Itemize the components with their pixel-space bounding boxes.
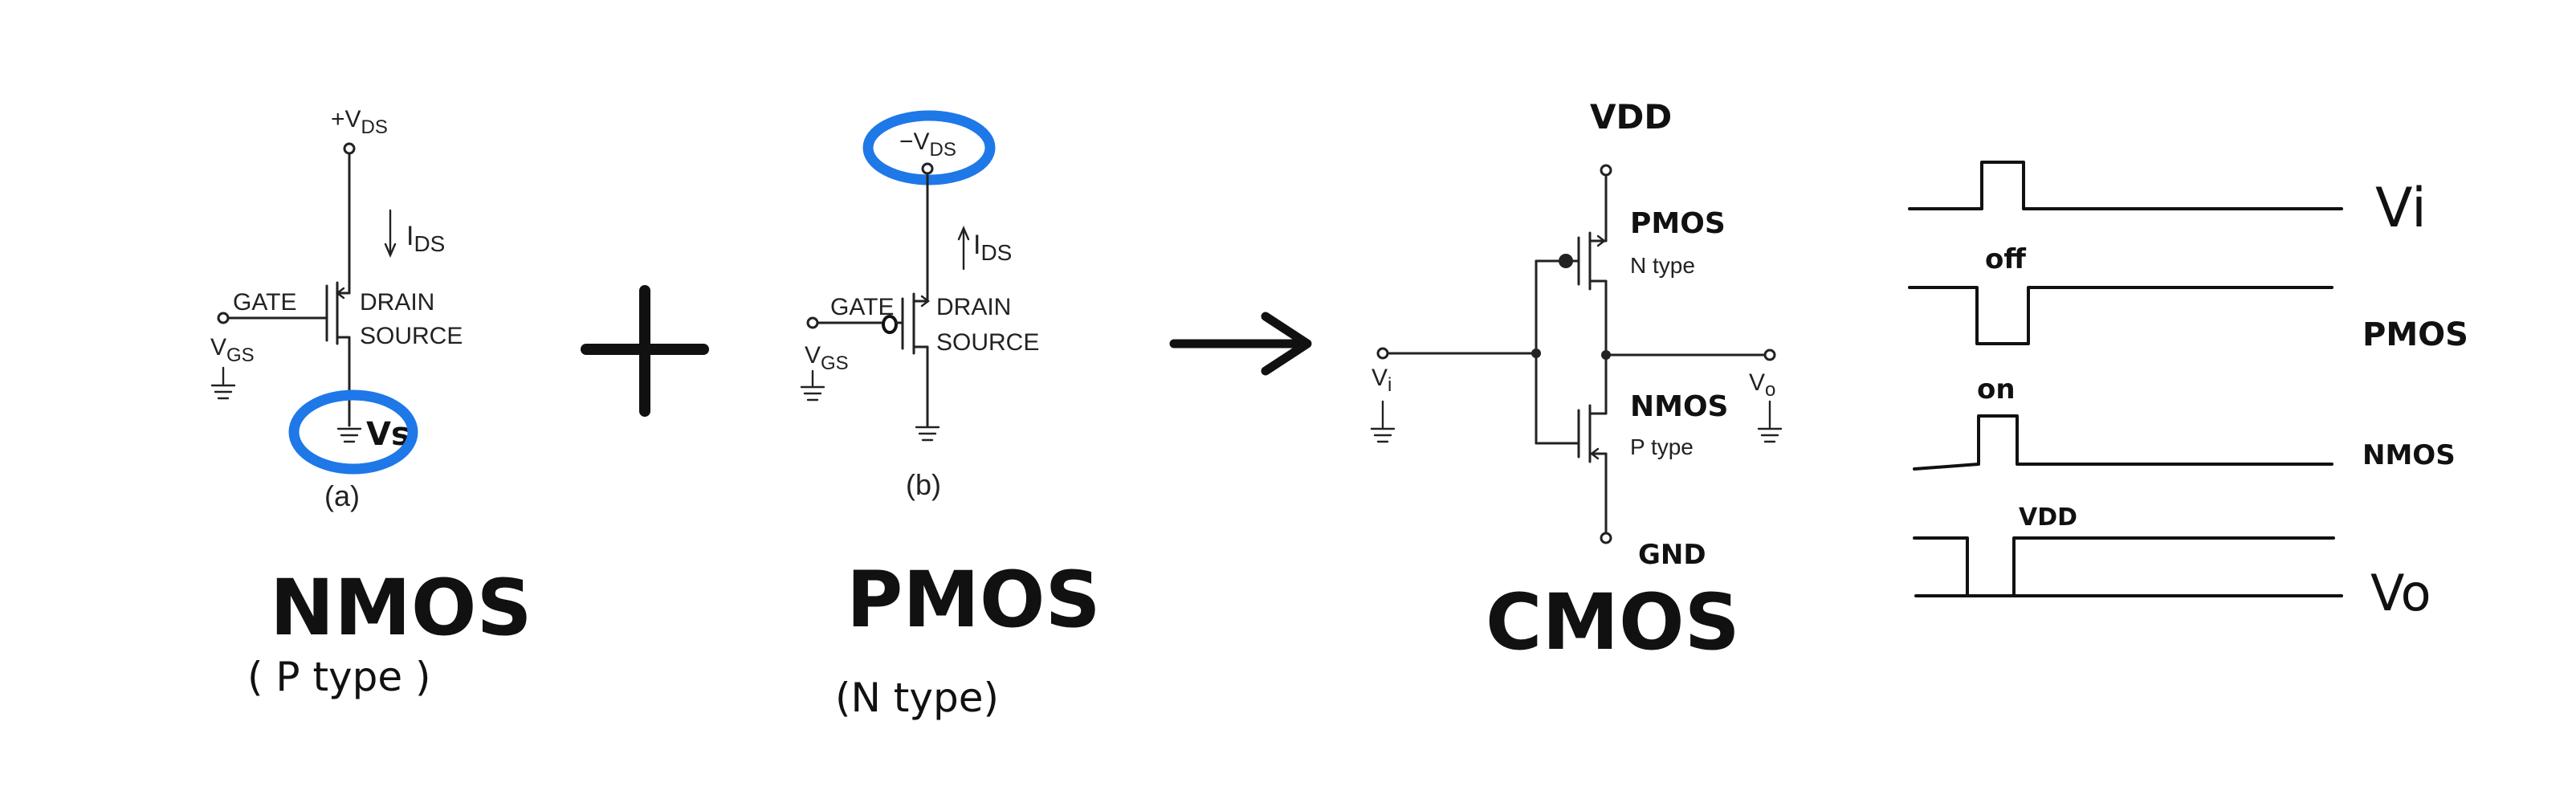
cmos-nmos-type: P type bbox=[1630, 434, 1694, 459]
pmos-gate-terminal bbox=[806, 316, 819, 329]
cmos-vo-terminal bbox=[1763, 349, 1776, 361]
cmos-schematic: VDD PMOS N type NMOS P type GND bbox=[1370, 97, 1783, 571]
cmos-vdd-terminal bbox=[1600, 164, 1612, 177]
waveform-vo-label: Vo bbox=[2370, 564, 2431, 622]
cmos-vi-label: Vi bbox=[1372, 365, 1392, 396]
nmos-gate-ground-icon bbox=[210, 384, 236, 400]
nmos-source-label: SOURCE bbox=[360, 323, 463, 349]
pmos-source-label: SOURCE bbox=[936, 329, 1039, 356]
pmos-schematic: −VDS IDS GATE DRAIN SOURCE VGS bbox=[800, 110, 1039, 501]
nmos-vgs-label: VGS bbox=[210, 334, 255, 366]
cmos-pmos-type: N type bbox=[1630, 253, 1695, 278]
cmos-vi-terminal bbox=[1376, 347, 1389, 360]
nmos-gate-label: GATE bbox=[233, 289, 296, 316]
pmos-gate-ground-icon bbox=[800, 385, 825, 402]
nmos-subtitle: ( P type ) bbox=[247, 654, 431, 700]
waveform-vi bbox=[1908, 161, 2343, 210]
pmos-subtitle: (N type) bbox=[835, 675, 999, 721]
pmos-vds-label: −VDS bbox=[899, 128, 956, 161]
nmos-ids-label: IDS bbox=[406, 221, 445, 256]
pmos-title: PMOS bbox=[846, 555, 1101, 645]
cmos-vo-label: Vo bbox=[1749, 369, 1775, 401]
cmos-title: CMOS bbox=[1486, 577, 1740, 667]
nmos-source-ground-icon bbox=[336, 427, 362, 443]
waveform-vi-label: Vi bbox=[2375, 177, 2427, 240]
pmos-drain-terminal bbox=[921, 162, 934, 175]
waveform-pmos-state: off bbox=[1985, 243, 2026, 275]
nmos-drain-label: DRAIN bbox=[360, 289, 434, 316]
waveform-pmos-label: PMOS bbox=[2362, 316, 2468, 353]
cmos-vdd-label: VDD bbox=[1590, 97, 1672, 137]
cmos-pmos-label: PMOS bbox=[1630, 207, 1726, 240]
pmos-arrow bbox=[920, 295, 930, 308]
plus-sign bbox=[581, 285, 709, 417]
waveform-nmos bbox=[1913, 414, 2333, 471]
nmos-drain-terminal bbox=[343, 142, 356, 155]
cmos-pmos-gate-bubble bbox=[1559, 254, 1573, 268]
pmos-source-ground-icon bbox=[915, 426, 940, 442]
nmos-figure-label: (a) bbox=[324, 479, 360, 512]
pmos-figure-label: (b) bbox=[906, 468, 941, 501]
cmos-vi-ground-icon bbox=[1370, 427, 1396, 443]
waveform-nmos-state: on bbox=[1977, 373, 2016, 406]
waveforms: Vi off PMOS on NMOS VDD Vo bbox=[1908, 161, 2468, 622]
waveform-vo-upper bbox=[1913, 536, 2335, 597]
nmos-ids-arrowhead bbox=[384, 243, 397, 259]
pmos-vgs-label: VGS bbox=[805, 342, 849, 374]
cmos-gnd-terminal bbox=[1600, 532, 1612, 544]
waveform-nmos-label: NMOS bbox=[2362, 439, 2456, 471]
waveform-vdd-note: VDD bbox=[2019, 503, 2077, 532]
pmos-vds-highlight bbox=[862, 110, 996, 185]
cmos-gnd-label: GND bbox=[1638, 539, 1706, 571]
nmos-arrow bbox=[336, 287, 345, 300]
waveform-pmos bbox=[1908, 286, 2333, 345]
pmos-drain-label: DRAIN bbox=[936, 294, 1011, 320]
nmos-gate-terminal bbox=[217, 312, 230, 324]
pmos-gate-label: GATE bbox=[830, 294, 894, 320]
nmos-title: NMOS bbox=[270, 563, 532, 653]
right-arrow bbox=[1169, 312, 1312, 376]
cmos-nmos-label: NMOS bbox=[1630, 390, 1728, 423]
pmos-ids-label: IDS bbox=[973, 230, 1012, 265]
pmos-gate-bubble bbox=[882, 315, 898, 334]
nmos-schematic: +VDS IDS GATE DRAIN SOURCE VGS bbox=[210, 106, 463, 512]
nmos-vds-label: +VDS bbox=[331, 106, 388, 138]
nmos-source-highlight bbox=[288, 389, 418, 475]
pmos-ids-arrowhead bbox=[957, 225, 970, 241]
cmos-pmos-arrow bbox=[1596, 234, 1606, 247]
cmos-vo-ground-icon bbox=[1757, 427, 1783, 443]
cmos-nmos-arrow bbox=[1590, 447, 1600, 460]
